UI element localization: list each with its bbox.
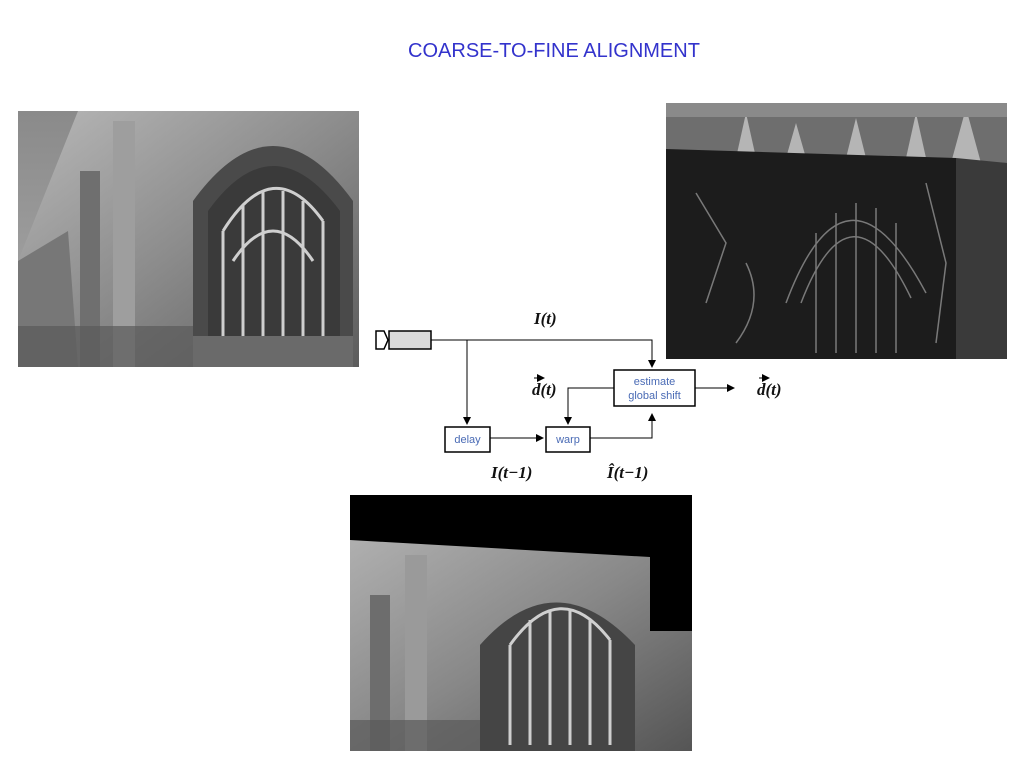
- label-shift-feedback: d(t): [532, 380, 557, 399]
- delay-label: delay: [454, 434, 481, 446]
- delay-box: delay: [444, 426, 491, 453]
- estimate-label-line1: estimate: [634, 376, 676, 388]
- block-diagram: delay warp estimate global shift I(t) d(…: [375, 309, 782, 482]
- camera-icon: [375, 330, 432, 350]
- label-delayed-frame: I(t−1): [490, 463, 532, 482]
- cathedral-photo: [18, 111, 359, 367]
- estimate-label-line2: global shift: [628, 390, 681, 402]
- warp-to-estimate-arrow: [590, 413, 656, 439]
- label-warped-frame: Î(t−1): [606, 463, 648, 482]
- input-arrow: [431, 339, 656, 368]
- warp-box: warp: [545, 426, 591, 453]
- difference-image: [666, 103, 1007, 359]
- label-shift-output: d(t): [757, 380, 782, 399]
- estimate-global-shift-box: estimate global shift: [613, 369, 696, 407]
- warp-label: warp: [555, 434, 580, 446]
- slide-title: COARSE-TO-FINE ALIGNMENT: [408, 40, 700, 62]
- label-input: I(t): [533, 309, 557, 328]
- warped-cathedral-photo: [350, 495, 692, 751]
- feedback-arrow: [564, 387, 614, 425]
